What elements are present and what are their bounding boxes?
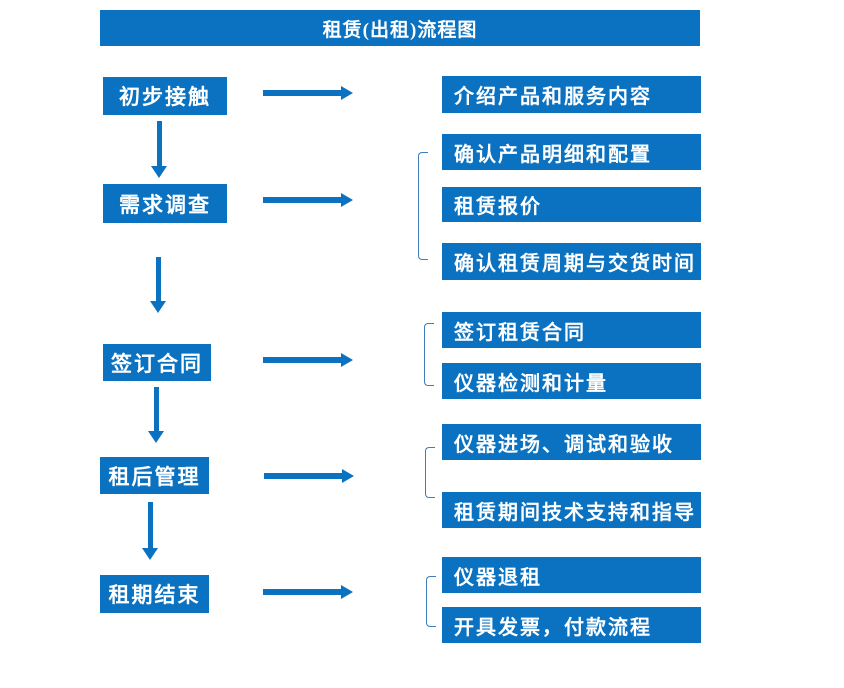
arrow-shaft <box>153 387 159 431</box>
output-box: 签订租赁合同 <box>442 312 701 348</box>
title-bar: 租赁(出租)流程图 <box>100 10 700 46</box>
arrow-shaft <box>263 90 342 96</box>
arrow-down-icon <box>142 502 158 560</box>
arrow-right-icon <box>264 469 354 483</box>
arrow-head <box>142 548 158 560</box>
arrow-shaft <box>156 121 162 166</box>
arrow-head <box>341 193 353 207</box>
output-box: 确认产品明细和配置 <box>442 134 701 170</box>
arrow-right-icon <box>263 585 353 599</box>
arrow-head <box>341 585 353 599</box>
arrow-down-icon <box>150 257 166 313</box>
left-bracket-shape <box>426 576 436 627</box>
arrow-down-icon <box>148 387 164 443</box>
stage-box-rental-period-end: 租期结束 <box>100 575 209 613</box>
arrow-right-icon <box>263 193 353 207</box>
output-label: 开具发票，付款流程 <box>454 616 652 639</box>
output-label: 仪器进场、调试和验收 <box>454 433 674 456</box>
stage-label: 初步接触 <box>119 85 211 109</box>
arrow-head <box>341 86 353 100</box>
output-box: 仪器进场、调试和验收 <box>442 424 701 460</box>
arrow-down-icon <box>151 121 167 178</box>
output-label: 仪器退租 <box>454 566 542 589</box>
arrow-head <box>341 353 353 367</box>
page-title: 租赁(出租)流程图 <box>322 19 478 41</box>
output-box: 租赁期间技术支持和指导 <box>442 492 701 528</box>
left-bracket-shape <box>424 323 434 386</box>
stage-label: 租期结束 <box>108 583 201 607</box>
arrow-head <box>151 166 167 178</box>
output-label: 确认租赁周期与交货时间 <box>454 253 696 275</box>
arrow-shaft <box>263 197 342 203</box>
output-label: 签订租赁合同 <box>454 321 586 344</box>
output-box: 确认租赁周期与交货时间 <box>442 243 701 280</box>
output-box: 开具发票，付款流程 <box>442 607 701 643</box>
output-label: 租赁期间技术支持和指导 <box>454 501 696 524</box>
arrow-shaft <box>147 502 153 548</box>
stage-label: 租后管理 <box>108 464 201 489</box>
stage-box-sign-contract: 签订合同 <box>103 344 211 381</box>
output-label: 介绍产品和服务内容 <box>454 86 652 108</box>
stage-box-demand-survey: 需求调查 <box>103 184 227 223</box>
arrow-head <box>342 469 354 483</box>
output-label: 租赁报价 <box>454 196 542 218</box>
arrow-shaft <box>155 257 161 301</box>
left-bracket-shape <box>425 447 435 498</box>
output-box: 仪器检测和计量 <box>442 363 701 399</box>
stage-box-initial-contact: 初步接触 <box>103 77 227 115</box>
arrow-head <box>148 431 164 443</box>
arrow-right-icon <box>263 86 353 100</box>
output-box: 租赁报价 <box>442 187 701 222</box>
output-box: 介绍产品和服务内容 <box>442 76 701 113</box>
output-box: 仪器退租 <box>442 557 701 593</box>
output-label: 仪器检测和计量 <box>454 372 608 395</box>
arrow-head <box>150 301 166 313</box>
stage-label: 签订合同 <box>111 351 203 376</box>
arrow-shaft <box>263 589 342 595</box>
output-label: 确认产品明细和配置 <box>454 143 652 166</box>
arrow-right-icon <box>263 353 353 367</box>
arrow-shaft <box>263 357 342 363</box>
arrow-shaft <box>264 473 343 479</box>
left-bracket-shape <box>418 152 428 260</box>
stage-box-post-rental-management: 租后管理 <box>100 457 209 494</box>
stage-label: 需求调查 <box>119 192 211 217</box>
